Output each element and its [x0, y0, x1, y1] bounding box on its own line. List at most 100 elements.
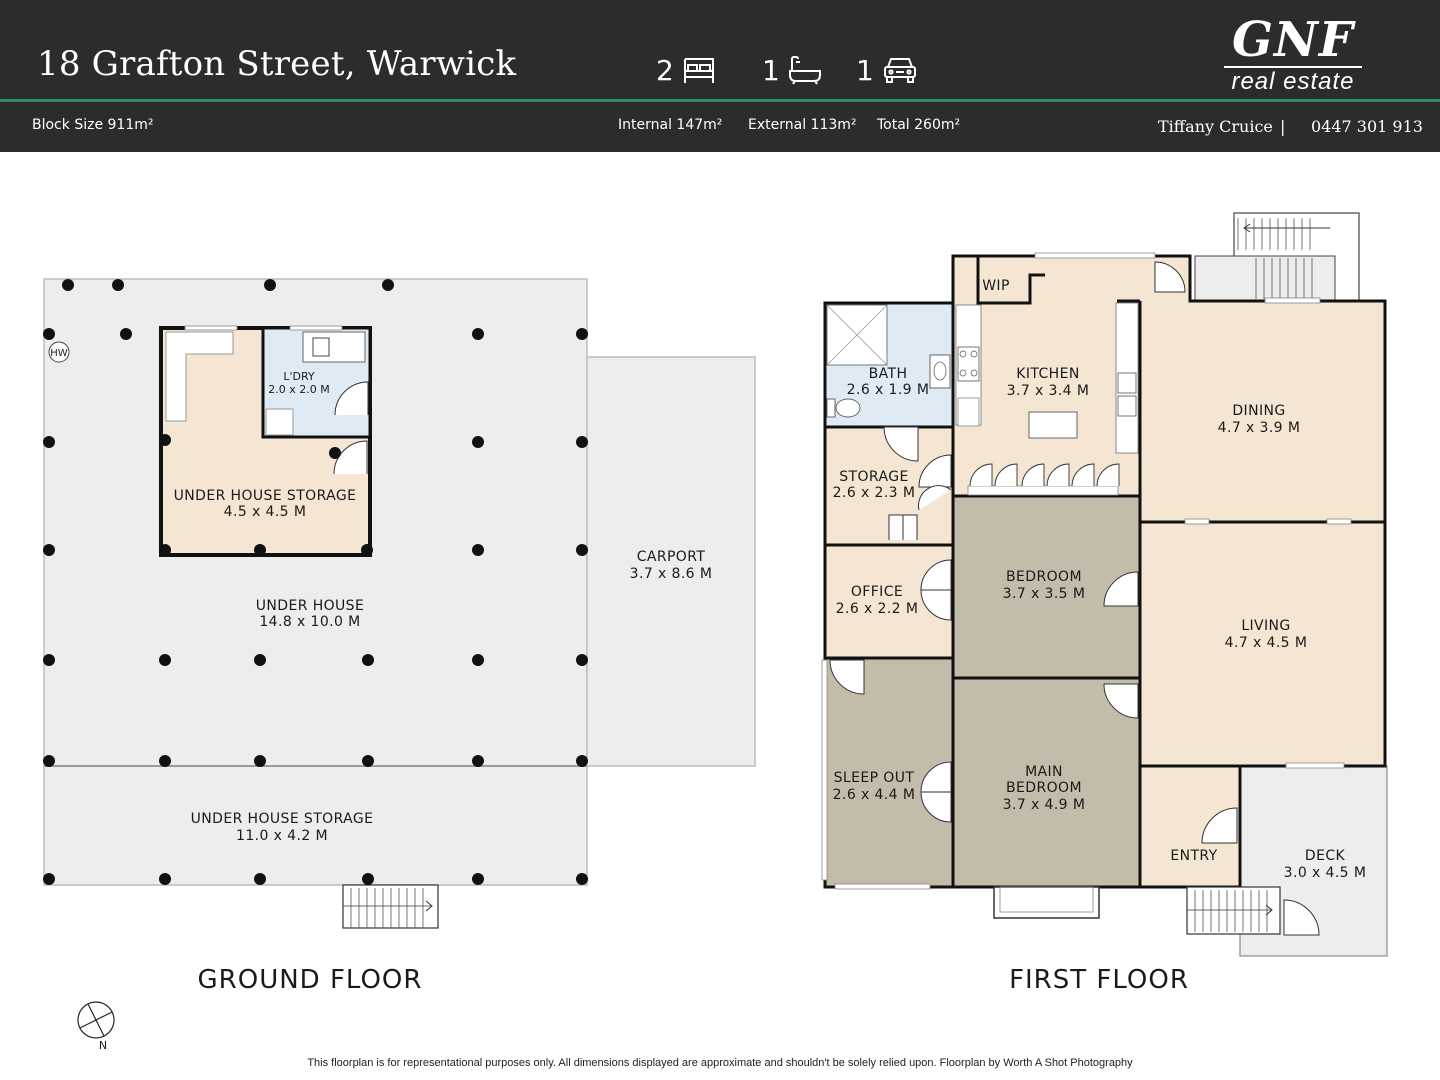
support-post	[329, 447, 341, 459]
main-bedroom-area	[953, 678, 1140, 887]
living-name: LIVING	[1241, 618, 1290, 634]
under-house-name: UNDER HOUSE	[256, 598, 364, 614]
bedroom-name: BEDROOM	[1006, 569, 1082, 585]
front-bay-window	[999, 886, 1094, 913]
bath-name: BATH	[869, 366, 908, 382]
agent-phone[interactable]: 0447 301 913	[1311, 117, 1423, 136]
support-post	[362, 755, 374, 767]
agent-name: Tiffany Cruice	[1158, 117, 1273, 136]
laundry-sink	[312, 337, 330, 357]
laundry-size: 2.0 x 2.0 M	[268, 383, 329, 396]
support-post	[361, 544, 373, 556]
storage-door	[333, 440, 368, 475]
support-post	[120, 328, 132, 340]
ground-floor-title: GROUND FLOOR	[198, 965, 423, 995]
support-post	[472, 654, 484, 666]
block-size: Block Size 911m²	[32, 117, 154, 133]
support-post	[362, 873, 374, 885]
storage-size: 2.6 x 2.3 M	[833, 485, 916, 501]
storage-south-size: 11.0 x 4.2 M	[236, 828, 328, 844]
carspaces-feature: 1	[856, 52, 918, 88]
first-floor-title: FIRST FLOOR	[1009, 965, 1189, 995]
dining-living-area	[1140, 301, 1385, 766]
bedroom-area	[953, 496, 1140, 678]
compass-north-label: N	[99, 1039, 107, 1052]
logo-sub-text: real estate	[1231, 68, 1355, 95]
bedrooms-feature: 2	[656, 52, 716, 88]
entry-name: ENTRY	[1170, 848, 1217, 864]
support-post	[254, 873, 266, 885]
support-post	[264, 279, 276, 291]
under-house-size: 14.8 x 10.0 M	[259, 614, 360, 630]
office-name: OFFICE	[851, 584, 903, 600]
hot-water-icon	[48, 341, 70, 363]
laundry-tub	[302, 331, 366, 363]
dining-size: 4.7 x 3.9 M	[1218, 420, 1301, 436]
support-post	[576, 436, 588, 448]
support-post	[576, 328, 588, 340]
main-bedroom-size: 3.7 x 4.9 M	[1003, 797, 1086, 813]
bathrooms-count: 1	[762, 53, 780, 87]
kitchen-name: KITCHEN	[1016, 366, 1079, 382]
support-post	[576, 654, 588, 666]
support-post	[472, 873, 484, 885]
header-bar: 18 Grafton Street, Warwick 2 1 1 GNF	[0, 0, 1440, 152]
support-post	[62, 279, 74, 291]
dining-name: DINING	[1232, 403, 1285, 419]
support-post	[159, 434, 171, 446]
agency-logo: GNF real estate	[1222, 14, 1364, 96]
bath-icon	[788, 56, 821, 85]
wip-name: WIP	[982, 278, 1010, 294]
kitchen-fixtures	[955, 302, 1139, 496]
support-post	[382, 279, 394, 291]
ground-floor-plan: HW L'DRY 2.0 x 2.0 M UNDER HOUSE STORAGE…	[43, 278, 756, 995]
main-bedroom-name-2: BEDROOM	[1006, 780, 1082, 796]
agent-separator: |	[1280, 117, 1286, 136]
carport-size: 3.7 x 8.6 M	[630, 566, 713, 582]
logo-main-text: GNF	[1232, 12, 1354, 68]
support-post	[43, 328, 55, 340]
laundry-door	[334, 381, 369, 416]
storage-name: STORAGE	[839, 469, 908, 485]
bedrooms-count: 2	[656, 53, 674, 87]
support-post	[472, 755, 484, 767]
hot-water-label: HW	[50, 348, 68, 359]
sleep-out-name: SLEEP OUT	[834, 770, 915, 786]
support-post	[472, 544, 484, 556]
support-post	[472, 436, 484, 448]
storage-inner-size: 4.5 x 4.5 M	[224, 504, 307, 520]
support-post	[576, 873, 588, 885]
storage-south-name: UNDER HOUSE STORAGE	[191, 811, 374, 827]
main-bedroom-name: MAIN	[1025, 764, 1063, 780]
living-size: 4.7 x 4.5 M	[1225, 635, 1308, 651]
floor-plan: HW L'DRY 2.0 x 2.0 M UNDER HOUSE STORAGE…	[43, 212, 1388, 1052]
support-post	[112, 279, 124, 291]
carport-name: CARPORT	[637, 549, 706, 565]
carport-area	[586, 356, 756, 767]
bedroom-size: 3.7 x 3.5 M	[1003, 586, 1086, 602]
external-area: External 113m²	[748, 117, 857, 133]
support-post	[159, 755, 171, 767]
bath-fixtures	[826, 304, 951, 418]
office-size: 2.6 x 2.2 M	[836, 601, 919, 617]
property-address: 18 Grafton Street, Warwick	[37, 44, 517, 84]
support-post	[43, 654, 55, 666]
first-floor-plan: WIP BATH 2.6 x 1.9 M KITCHEN 3.7 x 3.4 M…	[821, 212, 1388, 995]
storage-inner-name: UNDER HOUSE STORAGE	[174, 488, 357, 504]
bath-size: 2.6 x 1.9 M	[847, 382, 930, 398]
support-post	[159, 544, 171, 556]
support-post	[43, 544, 55, 556]
support-post	[254, 755, 266, 767]
car-icon	[883, 58, 916, 83]
kitchen-size: 3.7 x 3.4 M	[1007, 383, 1090, 399]
storage-shelf	[165, 331, 234, 422]
bathrooms-feature: 1	[762, 52, 822, 88]
laundry-appliance	[265, 408, 294, 436]
front-bay	[993, 886, 1100, 919]
deck-name: DECK	[1305, 848, 1346, 864]
storage-south-area	[43, 765, 588, 886]
support-post	[576, 755, 588, 767]
support-posts	[43, 279, 588, 885]
ground-stairs	[342, 884, 439, 929]
bed-icon	[683, 58, 714, 83]
